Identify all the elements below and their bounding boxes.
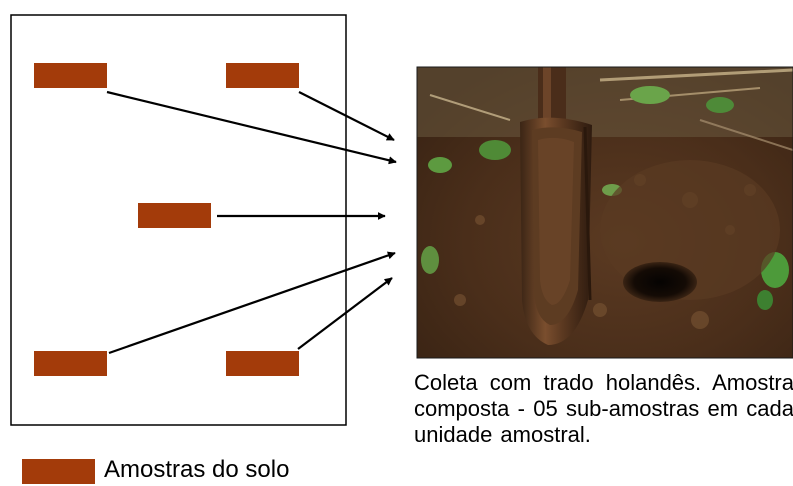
sampling-plot-frame <box>10 14 347 426</box>
arrow-bottom-right <box>297 277 393 350</box>
soil-sample-center <box>138 203 211 228</box>
legend-label: Amostras do solo <box>104 456 290 483</box>
soil-sample-bottom-left <box>34 351 107 376</box>
arrow-top-right <box>298 91 395 141</box>
photo-caption: Coleta com trado holandês. Amostra compo… <box>414 370 793 447</box>
auger-photo-frame <box>416 66 793 359</box>
soil-sample-top-right <box>226 63 299 88</box>
soil-sample-bottom-right <box>226 351 299 376</box>
arrow-bottom-left <box>108 251 396 355</box>
arrow-top-left <box>106 90 397 165</box>
legend-swatch <box>22 459 95 484</box>
soil-sample-top-left <box>34 63 107 88</box>
auger-photo <box>417 67 793 358</box>
